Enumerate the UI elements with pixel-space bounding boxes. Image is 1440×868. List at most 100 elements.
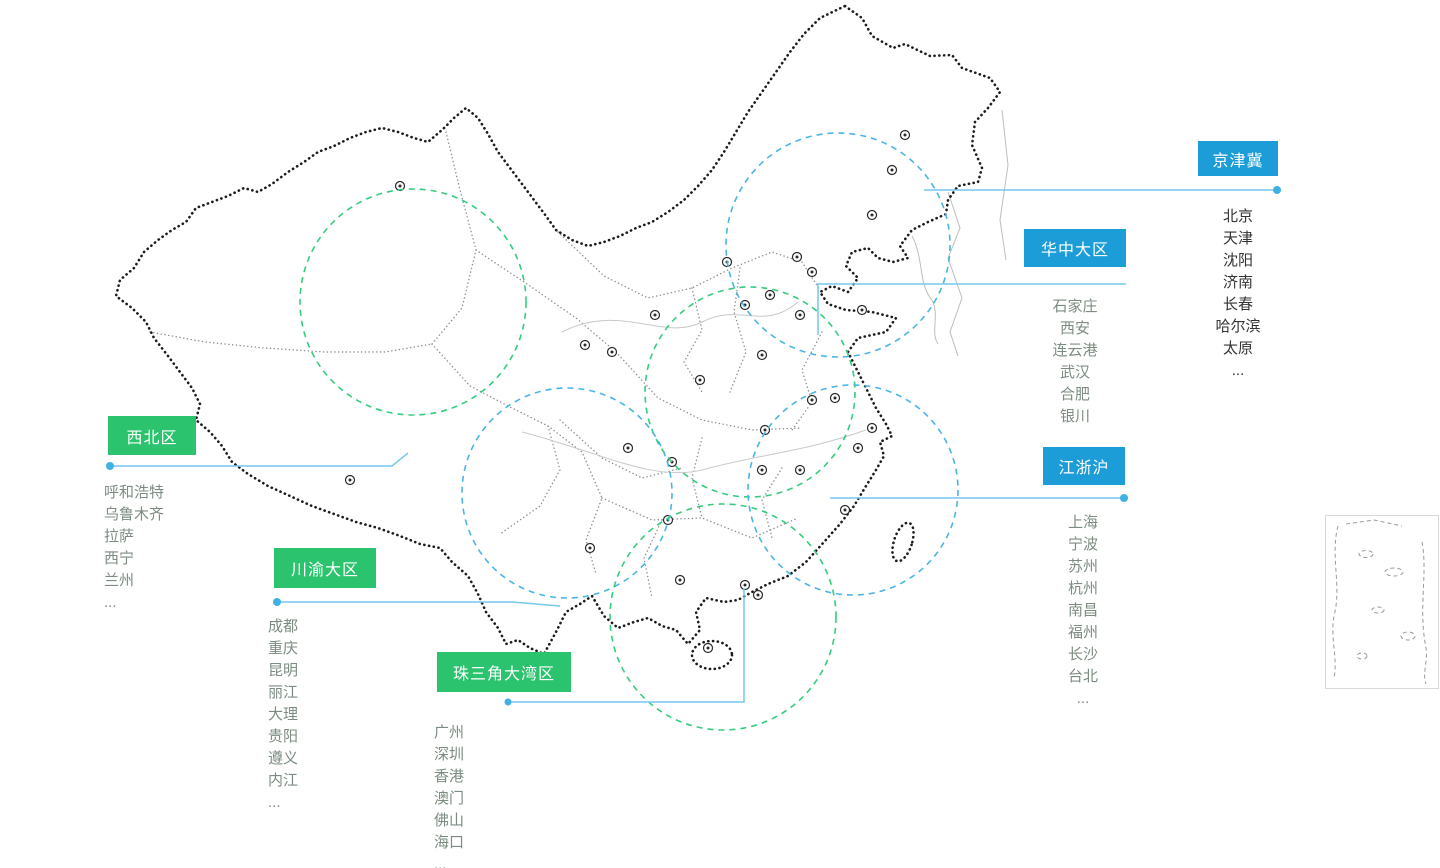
city-item: 重庆 bbox=[268, 640, 299, 657]
connector-chuanyu bbox=[277, 601, 561, 607]
circled-dot-icon bbox=[791, 251, 803, 263]
circled-dot-icon bbox=[694, 374, 706, 386]
circled-dot-icon bbox=[739, 579, 751, 591]
city-item: 合肥 bbox=[1059, 386, 1090, 403]
city-list-jiangzhehu: 上海宁波苏州杭州南昌福州长沙台北... bbox=[1033, 512, 1133, 710]
city-item: 济南 bbox=[1222, 274, 1253, 291]
city-item: 沈阳 bbox=[1222, 252, 1253, 269]
circled-dot-icon bbox=[584, 542, 596, 554]
province-borders bbox=[149, 131, 823, 599]
city-item: 内江 bbox=[268, 772, 299, 789]
circled-dot-icon bbox=[756, 464, 768, 476]
city-item: 呼和浩特 bbox=[104, 484, 165, 501]
city-item: 大理 bbox=[268, 706, 299, 723]
region-circle-jiangzhehu bbox=[747, 384, 959, 596]
city-item: 长沙 bbox=[1067, 646, 1098, 663]
city-item: 南昌 bbox=[1067, 602, 1098, 619]
city-item: 拉萨 bbox=[104, 528, 135, 545]
circled-dot-icon bbox=[702, 642, 714, 654]
city-markers bbox=[344, 129, 911, 654]
region-circle-northwest bbox=[299, 188, 527, 416]
city-item: 香港 bbox=[434, 768, 465, 785]
city-item: 哈尔滨 bbox=[1215, 318, 1261, 335]
islands bbox=[690, 521, 915, 671]
region-label-chuanyu[interactable]: 川渝大区 bbox=[274, 548, 376, 588]
city-item: 贵阳 bbox=[268, 728, 299, 745]
city-list-chuanyu: 成都重庆昆明丽江大理贵阳遵义内江... bbox=[268, 616, 378, 814]
circled-dot-icon bbox=[866, 209, 878, 221]
map-outline bbox=[114, 4, 1002, 656]
hainan-island bbox=[690, 639, 734, 671]
circled-dot-icon bbox=[579, 339, 591, 351]
circled-dot-icon bbox=[856, 304, 868, 316]
region-circles bbox=[299, 132, 959, 731]
circled-dot-icon bbox=[649, 309, 661, 321]
city-item: 台北 bbox=[1067, 668, 1098, 685]
city-item: 昆明 bbox=[268, 662, 299, 679]
connector-dot-xibei bbox=[106, 462, 114, 470]
region-label-jiangzhehu[interactable]: 江浙沪 bbox=[1043, 447, 1125, 485]
city-item: 福州 bbox=[1067, 624, 1098, 641]
city-item: 广州 bbox=[434, 724, 465, 741]
region-label-jingjinji[interactable]: 京津冀 bbox=[1198, 141, 1278, 176]
city-item: 乌鲁木齐 bbox=[104, 506, 165, 523]
circled-dot-icon bbox=[794, 464, 806, 476]
region-label-xibei[interactable]: 西北区 bbox=[108, 416, 196, 455]
circled-dot-icon bbox=[806, 266, 818, 278]
circled-dot-icon bbox=[759, 424, 771, 436]
city-item: 连云港 bbox=[1052, 342, 1098, 359]
rivers bbox=[521, 301, 867, 474]
circled-dot-icon bbox=[866, 422, 878, 434]
city-item: 天津 bbox=[1222, 230, 1253, 247]
region-circle-jingjinji bbox=[725, 132, 951, 358]
connector-dot-pearl-delta bbox=[504, 698, 512, 706]
circled-dot-icon bbox=[886, 164, 898, 176]
south-china-sea-inset bbox=[1325, 515, 1439, 689]
city-item: 成都 bbox=[268, 618, 299, 635]
circled-dot-icon bbox=[829, 392, 841, 404]
circled-dot-icon bbox=[764, 289, 776, 301]
circled-dot-icon bbox=[852, 442, 864, 454]
connectors bbox=[106, 186, 1281, 706]
taiwan-island bbox=[891, 521, 915, 563]
city-item: 苏州 bbox=[1067, 558, 1098, 575]
city-item: 遵义 bbox=[268, 750, 299, 767]
connector-dot-jiangzhehu bbox=[1120, 494, 1128, 502]
city-item: 石家庄 bbox=[1052, 298, 1098, 315]
city-item: 海口 bbox=[434, 834, 465, 851]
region-circle-pearl-delta bbox=[609, 503, 837, 731]
city-item: ... bbox=[104, 594, 117, 611]
region-label-pearl-delta[interactable]: 珠三角大湾区 bbox=[437, 652, 571, 692]
region-label-huazhong[interactable]: 华中大区 bbox=[1024, 229, 1126, 267]
connector-dot-chuanyu bbox=[273, 598, 281, 606]
city-list-jingjinji: 北京天津沈阳济南长春哈尔滨太原... bbox=[1198, 206, 1278, 382]
city-item: 杭州 bbox=[1067, 580, 1098, 597]
circled-dot-icon bbox=[794, 309, 806, 321]
city-item: ... bbox=[1231, 362, 1245, 379]
city-item: 佛山 bbox=[434, 812, 465, 829]
region-circle-central bbox=[644, 286, 856, 498]
connector-pearl-delta bbox=[508, 588, 745, 703]
city-item: ... bbox=[268, 794, 281, 811]
circled-dot-icon bbox=[756, 349, 768, 361]
city-list-huazhong: 石家庄西安连云港武汉合肥银川 bbox=[1024, 296, 1126, 428]
connector-xibei bbox=[110, 452, 409, 467]
circled-dot-icon bbox=[622, 442, 634, 454]
city-item: 北京 bbox=[1222, 208, 1253, 225]
city-list-xibei: 呼和浩特乌鲁木齐拉萨西宁兰州... bbox=[104, 482, 214, 614]
circled-dot-icon bbox=[606, 346, 618, 358]
city-item: 澳门 bbox=[434, 790, 465, 807]
circled-dot-icon bbox=[344, 474, 356, 486]
circled-dot-icon bbox=[806, 394, 818, 406]
city-item: 宁波 bbox=[1067, 536, 1098, 553]
city-item: 丽江 bbox=[268, 684, 299, 701]
city-item: 长春 bbox=[1222, 296, 1253, 313]
city-item: 西宁 bbox=[104, 550, 135, 567]
connector-huazhong bbox=[817, 283, 1126, 335]
circled-dot-icon bbox=[839, 504, 851, 516]
city-item: 银川 bbox=[1059, 408, 1090, 425]
city-item: 兰州 bbox=[104, 572, 135, 589]
circled-dot-icon bbox=[899, 129, 911, 141]
